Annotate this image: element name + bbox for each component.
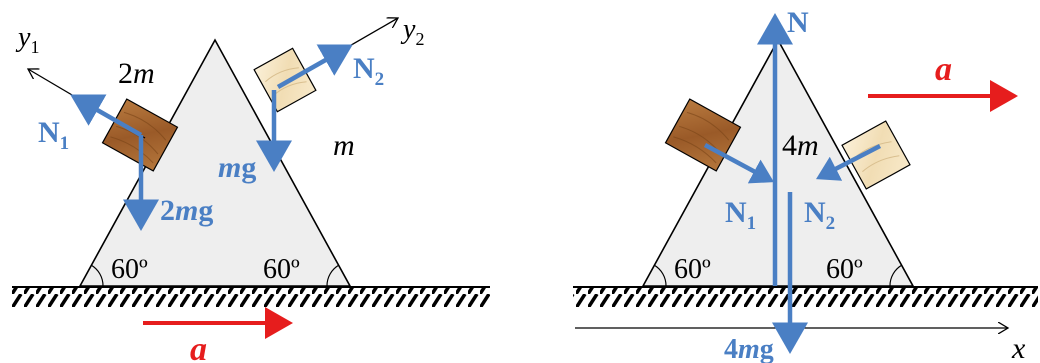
block-m-right — [841, 120, 911, 190]
angle-arc-right — [326, 264, 340, 287]
label-angle-right-2: 60º — [826, 254, 863, 285]
label-mg-left: mg — [218, 151, 256, 184]
label-N2-right: N2 — [804, 196, 835, 234]
label-accel-left: a — [190, 331, 207, 363]
label-N-right: N — [787, 6, 809, 39]
label-mass-m: m — [333, 129, 355, 162]
label-axis-x: x — [1011, 332, 1026, 363]
label-2mg-left: 2mg — [160, 194, 213, 227]
label-accel-right: a — [935, 51, 952, 88]
ground-hatch-left — [12, 287, 490, 307]
label-N1-right: N1 — [725, 196, 756, 234]
label-angle-left-2: 60º — [263, 254, 300, 285]
block-m-left — [253, 47, 317, 113]
force-N1-right-arrow — [703, 143, 774, 184]
right-diagram: N 4m N1 N2 60º 60º a 4mg x — [573, 6, 1038, 363]
angle-arc-left — [90, 264, 104, 287]
force-N2-right-arrow — [816, 144, 882, 181]
force-N1-arrow — [70, 94, 143, 137]
ground-hatch-right — [573, 287, 1038, 307]
label-N1-left: N1 — [38, 116, 69, 154]
label-mass-4m: 4m — [782, 129, 819, 162]
label-N2-left: N2 — [353, 52, 384, 90]
force-N2-arrow — [276, 44, 353, 89]
label-y1: y1 — [15, 22, 39, 57]
label-angle-right-1: 60º — [674, 254, 711, 285]
angle-arc-right-1 — [653, 264, 667, 287]
label-mass-2m: 2m — [118, 57, 155, 90]
label-y2: y2 — [400, 14, 424, 49]
label-angle-left-1: 60º — [111, 254, 148, 285]
left-diagram: y1 y2 2m m N1 N2 mg 2mg 60º 60º a — [12, 14, 490, 363]
angle-arc-right-2 — [889, 264, 903, 287]
label-4mg-right: 4mg — [724, 334, 774, 363]
